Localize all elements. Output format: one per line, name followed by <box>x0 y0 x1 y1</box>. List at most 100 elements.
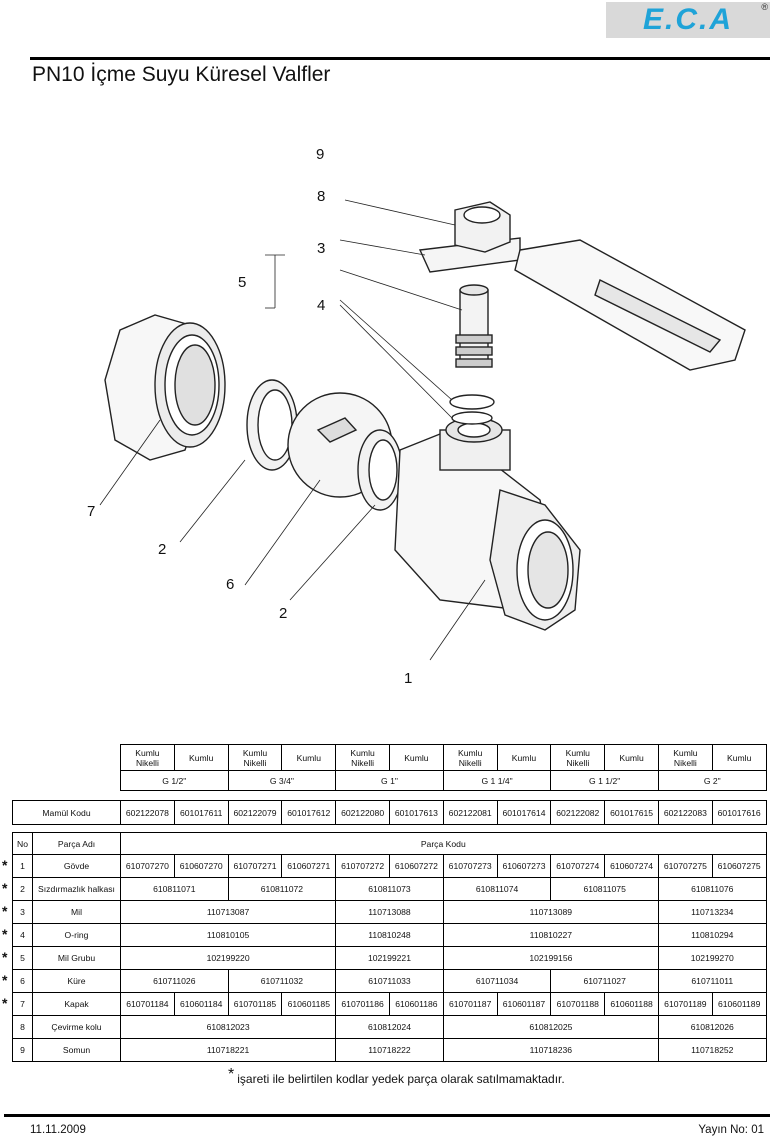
part-code: 610707275 <box>657 854 713 878</box>
part-code: 610601186 <box>388 992 444 1016</box>
seal-ring-part-2 <box>357 429 403 511</box>
part-code: 610701189 <box>657 992 713 1016</box>
size-header-cell: G 1" <box>335 770 444 791</box>
size-header-cell: G 1 1/4" <box>442 770 552 791</box>
footnote-text: işareti ile belirtilen kodlar yedek parç… <box>237 1072 565 1086</box>
logo-text: E.C.A <box>642 3 733 36</box>
no-header: No <box>12 832 33 855</box>
part-code: 610812025 <box>442 1015 659 1039</box>
part-code: 610707274 <box>550 854 606 878</box>
part-name: Küre <box>32 969 121 993</box>
eca-logo: E.C.A ® <box>606 2 770 38</box>
callout-8: 8 <box>317 188 326 205</box>
part-number: 2 <box>12 877 33 901</box>
part-code: 610601185 <box>281 992 337 1016</box>
footnote: *işareti ile belirtilen kodlar yedek par… <box>228 1066 565 1088</box>
part-code: 610811071 <box>120 877 229 901</box>
part-name: Sızdırmazlık halkası <box>32 877 121 901</box>
product-code-cell: 602122081 <box>442 800 498 825</box>
part-number: 5 <box>12 946 33 970</box>
part-code: 610607273 <box>496 854 552 878</box>
part-code: 610811073 <box>335 877 444 901</box>
part-code: 110713087 <box>119 900 337 924</box>
size-header-cell: G 1/2" <box>120 770 229 791</box>
callout-7: 7 <box>87 503 96 520</box>
product-code-cell: 601017616 <box>711 800 767 825</box>
size-header-cell: G 2" <box>657 770 767 791</box>
part-name: Mil <box>32 900 121 924</box>
product-code-label: Mamül Kodu <box>12 800 121 825</box>
not-sold-marker: * <box>2 949 8 965</box>
not-sold-marker: * <box>2 926 8 942</box>
callout-1: 1 <box>404 670 413 687</box>
spacer <box>13 825 767 833</box>
exploded-valve-drawing <box>99 199 746 661</box>
not-sold-marker: * <box>2 972 8 988</box>
part-code: 610811075 <box>550 877 659 901</box>
part-name: Somun <box>32 1038 121 1062</box>
callout-3: 3 <box>317 240 326 257</box>
part-code: 110810294 <box>657 923 767 947</box>
part-code: 610707273 <box>442 854 498 878</box>
finish-header-cell: Kumlu <box>388 744 444 771</box>
product-code-cell: 602122082 <box>550 800 606 825</box>
part-code: 610811074 <box>442 877 552 901</box>
part-code: 110718236 <box>442 1038 659 1062</box>
part-code: 610707272 <box>335 854 390 878</box>
part-code: 110713089 <box>442 900 659 924</box>
part-name: Kapak <box>32 992 121 1016</box>
product-code-cell: 602122078 <box>120 800 175 825</box>
top-rule <box>30 57 770 60</box>
finish-header-cell: Kumlu <box>173 744 229 771</box>
part-code: 102199221 <box>335 946 444 970</box>
callout-9: 9 <box>316 146 325 163</box>
product-code-cell: 601017611 <box>173 800 229 825</box>
finish-header-cell: Kumlu <box>711 744 767 771</box>
page-title: PN10 İçme Suyu Küresel Valfler <box>32 63 331 86</box>
part-name: O-ring <box>32 923 121 947</box>
part-code: 110718252 <box>657 1038 767 1062</box>
part-code: 610701188 <box>550 992 606 1016</box>
callout-2-seal: 2 <box>158 541 167 558</box>
part-code: 610711034 <box>442 969 552 993</box>
part-number: 9 <box>12 1038 33 1062</box>
part-code: 610707271 <box>227 854 283 878</box>
not-sold-marker: * <box>2 880 8 896</box>
stem-part <box>455 284 493 368</box>
part-number: 4 <box>12 923 33 947</box>
part-name: Mil Grubu <box>32 946 121 970</box>
part-code: 610601184 <box>173 992 229 1016</box>
part-code: 610701185 <box>227 992 283 1016</box>
part-code: 610701186 <box>335 992 390 1016</box>
part-number: 6 <box>12 969 33 993</box>
part-number: 8 <box>12 1015 33 1039</box>
part-code-header: Parça Kodu <box>120 832 767 855</box>
footnote-asterisk: * <box>228 1066 235 1083</box>
part-code: 110713234 <box>657 900 767 924</box>
part-code: 610607270 <box>173 854 229 878</box>
part-code: 110810105 <box>119 923 337 947</box>
part-code: 110718222 <box>335 1038 444 1062</box>
size-header-cell: G 1 1/2" <box>550 770 659 791</box>
valve-body-part <box>394 417 581 631</box>
size-header-row: G 1/2"G 3/4"G 1"G 1 1/4"G 1 1/2"G 2" <box>13 770 767 791</box>
part-number: 3 <box>12 900 33 924</box>
bottom-rule <box>4 1114 770 1117</box>
part-name-header: Parça Adı <box>32 832 121 855</box>
part-code: 610711033 <box>335 969 444 993</box>
finish-header-cell: Kumlu <box>604 744 659 771</box>
part-name: Gövde <box>32 854 121 878</box>
logo-registered-mark: ® <box>761 2 768 12</box>
part-code: 610601189 <box>711 992 767 1016</box>
